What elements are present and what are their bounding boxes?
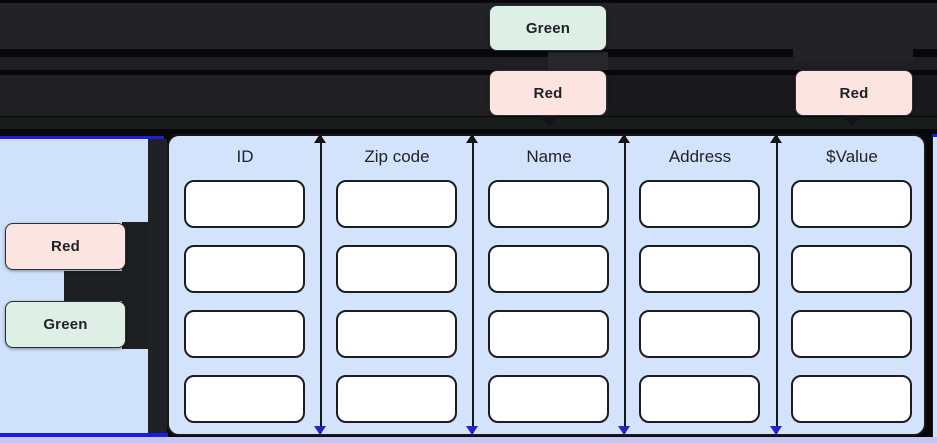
column-header-zip-code: Zip code [364, 147, 430, 166]
column-mapping-panel: ID Zip code Name Address $Value [167, 134, 926, 436]
cell-value-row4[interactable] [791, 375, 912, 423]
arrow-up-icon [314, 134, 326, 143]
arrow-up-icon [466, 134, 478, 143]
column-header-id: ID [236, 147, 254, 166]
cell-name-row3[interactable] [488, 310, 609, 358]
badge-green-top[interactable]: Green [489, 5, 607, 51]
panel-gap-strip [148, 139, 167, 433]
cell-value-row3[interactable] [791, 310, 912, 358]
cell-id-row3[interactable] [184, 310, 305, 358]
right-panel-sliver [932, 134, 937, 437]
caret-down-icon [843, 116, 861, 127]
arrow-down-icon [314, 426, 326, 435]
row-connector-shade [122, 222, 148, 271]
arrow-down-icon [770, 426, 782, 435]
cell-value-row2[interactable] [791, 245, 912, 293]
cell-id-row2[interactable] [184, 245, 305, 293]
cell-zip-row1[interactable] [336, 180, 457, 228]
top-row-band-2 [0, 57, 937, 70]
cell-address-row4[interactable] [639, 375, 760, 423]
badge-red-value-column[interactable]: Red [795, 70, 913, 116]
cell-name-row1[interactable] [488, 180, 609, 228]
cell-value-row1[interactable] [791, 180, 912, 228]
caret-down-icon [540, 116, 558, 127]
cell-name-row2[interactable] [488, 245, 609, 293]
badge-red-left-row[interactable]: Red [5, 223, 126, 270]
row-gap-highlight [548, 52, 608, 70]
cell-address-row3[interactable] [639, 310, 760, 358]
column-header-value: $Value [826, 147, 878, 166]
cell-zip-row4[interactable] [336, 375, 457, 423]
row-gap-highlight [793, 49, 913, 62]
cell-id-row4[interactable] [184, 375, 305, 423]
row-connector-shade [64, 271, 148, 301]
arrow-down-icon [618, 426, 630, 435]
cell-zip-row3[interactable] [336, 310, 457, 358]
cell-address-row1[interactable] [639, 180, 760, 228]
selection-border-top [0, 136, 164, 139]
row-connector-shade [122, 301, 148, 349]
column-divider [314, 134, 326, 435]
cell-id-row1[interactable] [184, 180, 305, 228]
column-divider [466, 134, 478, 435]
arrow-up-icon [618, 134, 630, 143]
arrow-down-icon [466, 426, 478, 435]
badge-green-left-row[interactable]: Green [5, 301, 126, 348]
arrow-up-icon [770, 134, 782, 143]
column-divider [618, 134, 630, 435]
badge-red-name-column[interactable]: Red [489, 70, 607, 116]
cell-zip-row2[interactable] [336, 245, 457, 293]
top-row-band-1 [0, 3, 937, 49]
column-header-address: Address [668, 147, 732, 166]
table-edge-strip [0, 117, 937, 129]
bottom-lavender-strip [0, 437, 937, 443]
selection-border-bottom [0, 433, 168, 437]
cell-address-row2[interactable] [639, 245, 760, 293]
column-divider [770, 134, 782, 435]
cell-name-row4[interactable] [488, 375, 609, 423]
column-header-name: Name [526, 147, 572, 166]
